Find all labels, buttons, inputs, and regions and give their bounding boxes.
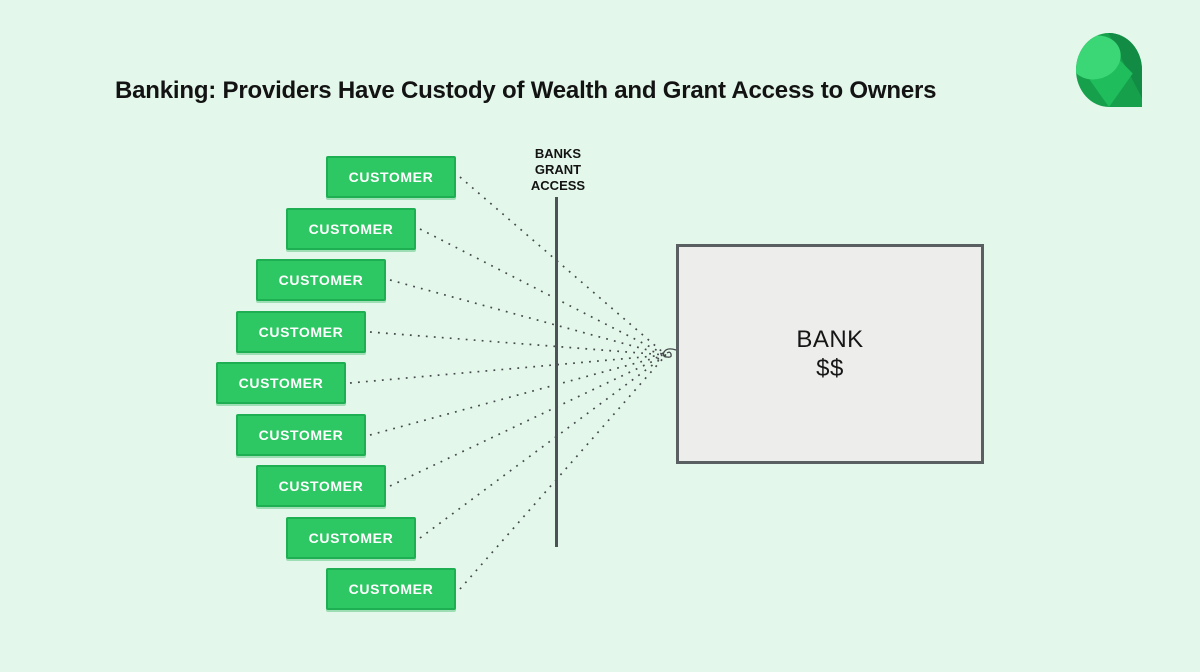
customer-box: CUSTOMER: [286, 517, 416, 559]
bank-label: BANK: [796, 326, 864, 353]
connection-line: [369, 354, 667, 436]
customer-box-label: CUSTOMER: [278, 478, 364, 494]
connection-line: [419, 228, 667, 356]
customer-box-label: CUSTOMER: [238, 375, 324, 391]
connection-line: [389, 279, 667, 356]
customer-box: CUSTOMER: [236, 311, 366, 353]
customer-box-label: CUSTOMER: [258, 324, 344, 340]
customer-box: CUSTOMER: [326, 568, 456, 610]
customer-box: CUSTOMER: [256, 465, 386, 507]
connection-line: [459, 354, 667, 590]
faceted-gem-logo-icon: [1076, 33, 1142, 107]
customer-box-label: CUSTOMER: [308, 530, 394, 546]
bank-money-label: $$: [816, 355, 844, 382]
customer-box-label: CUSTOMER: [278, 272, 364, 288]
divider-label: BANKS GRANT ACCESS: [530, 146, 586, 193]
connection-line: [369, 331, 667, 356]
customer-box: CUSTOMER: [286, 208, 416, 250]
customer-box: CUSTOMER: [216, 362, 346, 404]
customer-box: CUSTOMER: [256, 259, 386, 301]
customer-box: CUSTOMER: [326, 156, 456, 198]
convergence-curl-icon: [662, 348, 677, 358]
page-title: Banking: Providers Have Custody of Wealt…: [115, 77, 937, 104]
connection-line: [389, 354, 667, 487]
customer-box: CUSTOMER: [236, 414, 366, 456]
connection-line: [459, 176, 667, 356]
customer-box-label: CUSTOMER: [308, 221, 394, 237]
connection-line: [349, 354, 667, 384]
customer-box-label: CUSTOMER: [258, 427, 344, 443]
customer-box-label: CUSTOMER: [348, 169, 434, 185]
connection-line: [419, 354, 667, 539]
access-divider-line: [555, 197, 558, 547]
customer-box-label: CUSTOMER: [348, 581, 434, 597]
bank-box: BANK $$: [676, 244, 984, 464]
